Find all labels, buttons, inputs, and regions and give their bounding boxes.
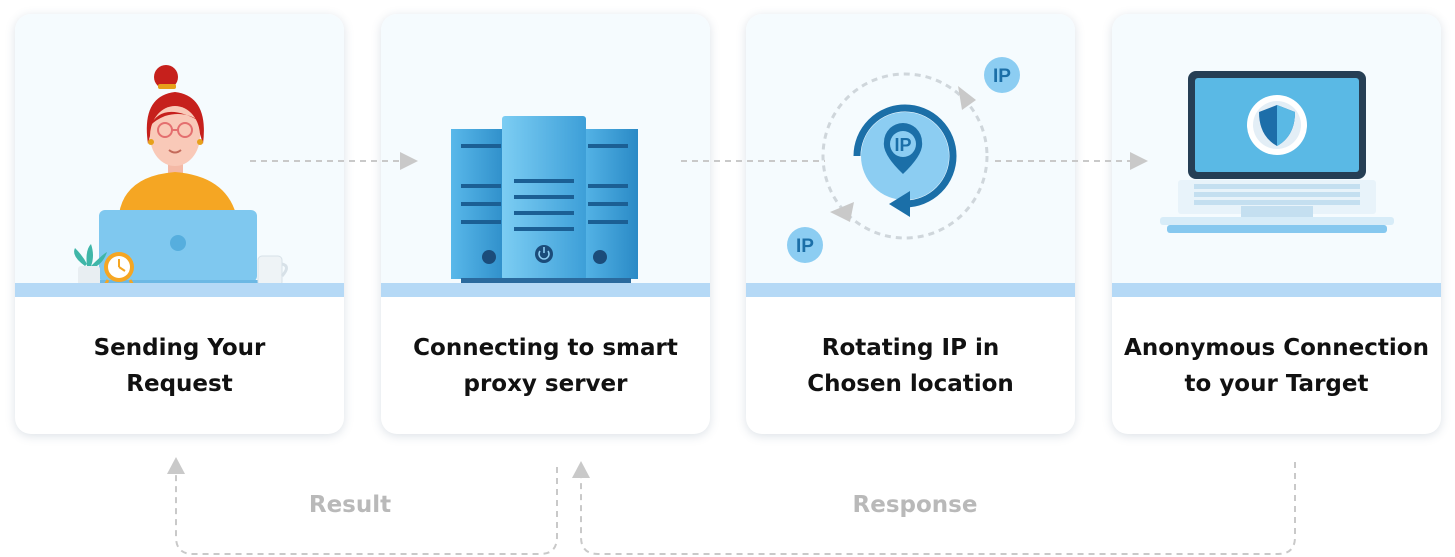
step-card-anonymous-connection: Anonymous Connection to your Target [1112, 14, 1441, 434]
step-label-line1: Sending Your [93, 335, 266, 361]
desk-strip [381, 283, 710, 297]
mug-icon [257, 255, 288, 287]
step-label-line1: Anonymous Connection [1124, 335, 1429, 361]
location-pin-icon [883, 123, 923, 174]
desk-strip [1112, 283, 1441, 297]
response-label: Response [852, 492, 978, 518]
rotate-ip-icon: IP IP IP [787, 57, 1020, 263]
step-label-line1: Connecting to smart [413, 335, 678, 361]
step-card-rotating-ip: IP IP IP Rotating IP in Chosen location [746, 14, 1075, 434]
step-card-proxy-server: Connecting to smart proxy server [381, 14, 710, 434]
step-card-sending-request: Sending Your Request [15, 14, 344, 434]
step-label: Anonymous Connection to your Target [1112, 330, 1441, 402]
ip-badge-top: IP [993, 66, 1011, 87]
step-label-line2: Chosen location [807, 371, 1014, 397]
alarm-clock-icon [102, 252, 136, 288]
power-icon [535, 245, 553, 263]
step-label: Connecting to smart proxy server [381, 330, 710, 402]
ip-badge-bottom: IP [796, 236, 814, 257]
desk-strip [15, 283, 344, 297]
laptop-icon [1160, 71, 1394, 233]
step-label-line2: Request [126, 371, 233, 397]
result-label: Result [308, 492, 392, 518]
step-label-line1: Rotating IP in [821, 335, 1000, 361]
step-label-line2: proxy server [463, 371, 628, 397]
desk-strip [746, 283, 1075, 297]
step-label-line2: to your Target [1184, 371, 1369, 397]
step-label: Sending Your Request [15, 330, 344, 402]
server-rack-icon [451, 116, 638, 283]
shield-icon [1247, 95, 1307, 155]
plant-icon [74, 244, 107, 286]
step-label: Rotating IP in Chosen location [746, 330, 1075, 402]
woman-at-laptop-icon [74, 65, 288, 288]
pin-ip-label: IP [894, 135, 911, 155]
